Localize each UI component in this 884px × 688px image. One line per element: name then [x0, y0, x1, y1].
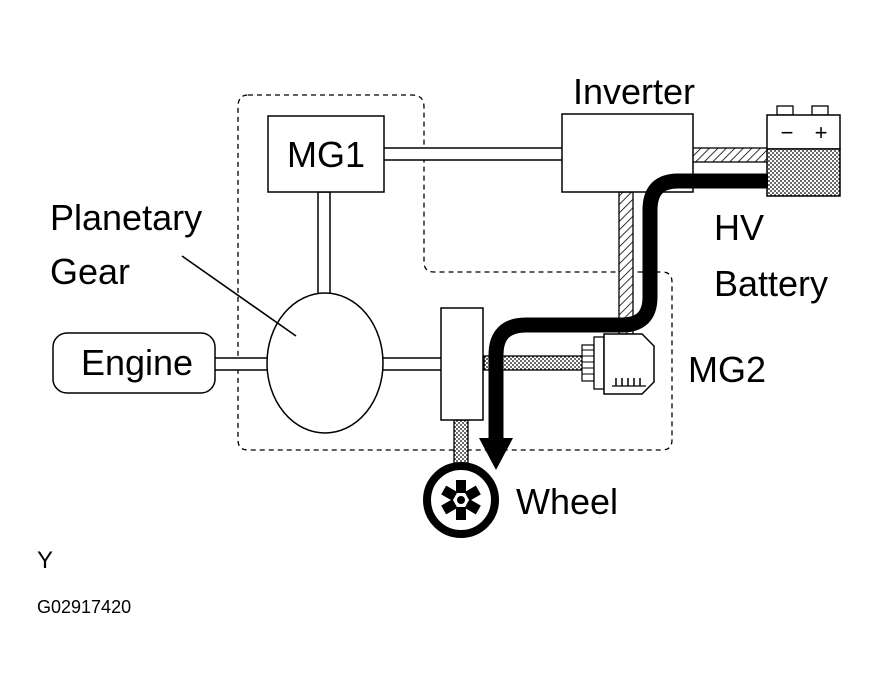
engine-box: Engine	[52, 332, 216, 394]
planetary-gear	[266, 292, 384, 434]
mg1-inverter-shaft	[382, 147, 564, 161]
battery-minus-label: −	[781, 120, 794, 145]
hv-label: HV	[714, 207, 764, 248]
engine-label: Engine	[81, 342, 193, 383]
gear-reduction-shaft	[379, 357, 443, 371]
gear-label: Gear	[50, 251, 130, 292]
mg1-gear-shaft	[317, 191, 331, 295]
wheel-icon	[423, 462, 499, 538]
hv-battery-icon: − +	[766, 105, 841, 197]
mg2-label: MG2	[688, 349, 766, 390]
mg1-label: MG1	[287, 134, 365, 175]
footer-mark: Y	[37, 547, 53, 574]
wheel-label: Wheel	[516, 481, 618, 522]
inverter-battery-hatched-link	[691, 147, 769, 163]
mg2-motor-icon	[581, 333, 655, 395]
reduction-gear-box	[440, 307, 484, 421]
transaxle-dashed-outline	[237, 94, 673, 451]
planetary-label: Planetary	[50, 197, 202, 238]
power-flow-arrow-head	[479, 438, 513, 470]
battery-label: Battery	[714, 263, 828, 304]
inverter-label: Inverter	[573, 71, 695, 112]
planetary-leader-line	[181, 255, 297, 337]
mg1-box: MG1	[267, 115, 385, 193]
figure-code: G02917420	[37, 597, 131, 617]
inverter-mg2-hatched-link	[618, 191, 634, 335]
power-flow-arrow-path	[488, 173, 768, 440]
engine-gear-shaft	[213, 357, 273, 371]
battery-plus-label: +	[815, 120, 828, 145]
